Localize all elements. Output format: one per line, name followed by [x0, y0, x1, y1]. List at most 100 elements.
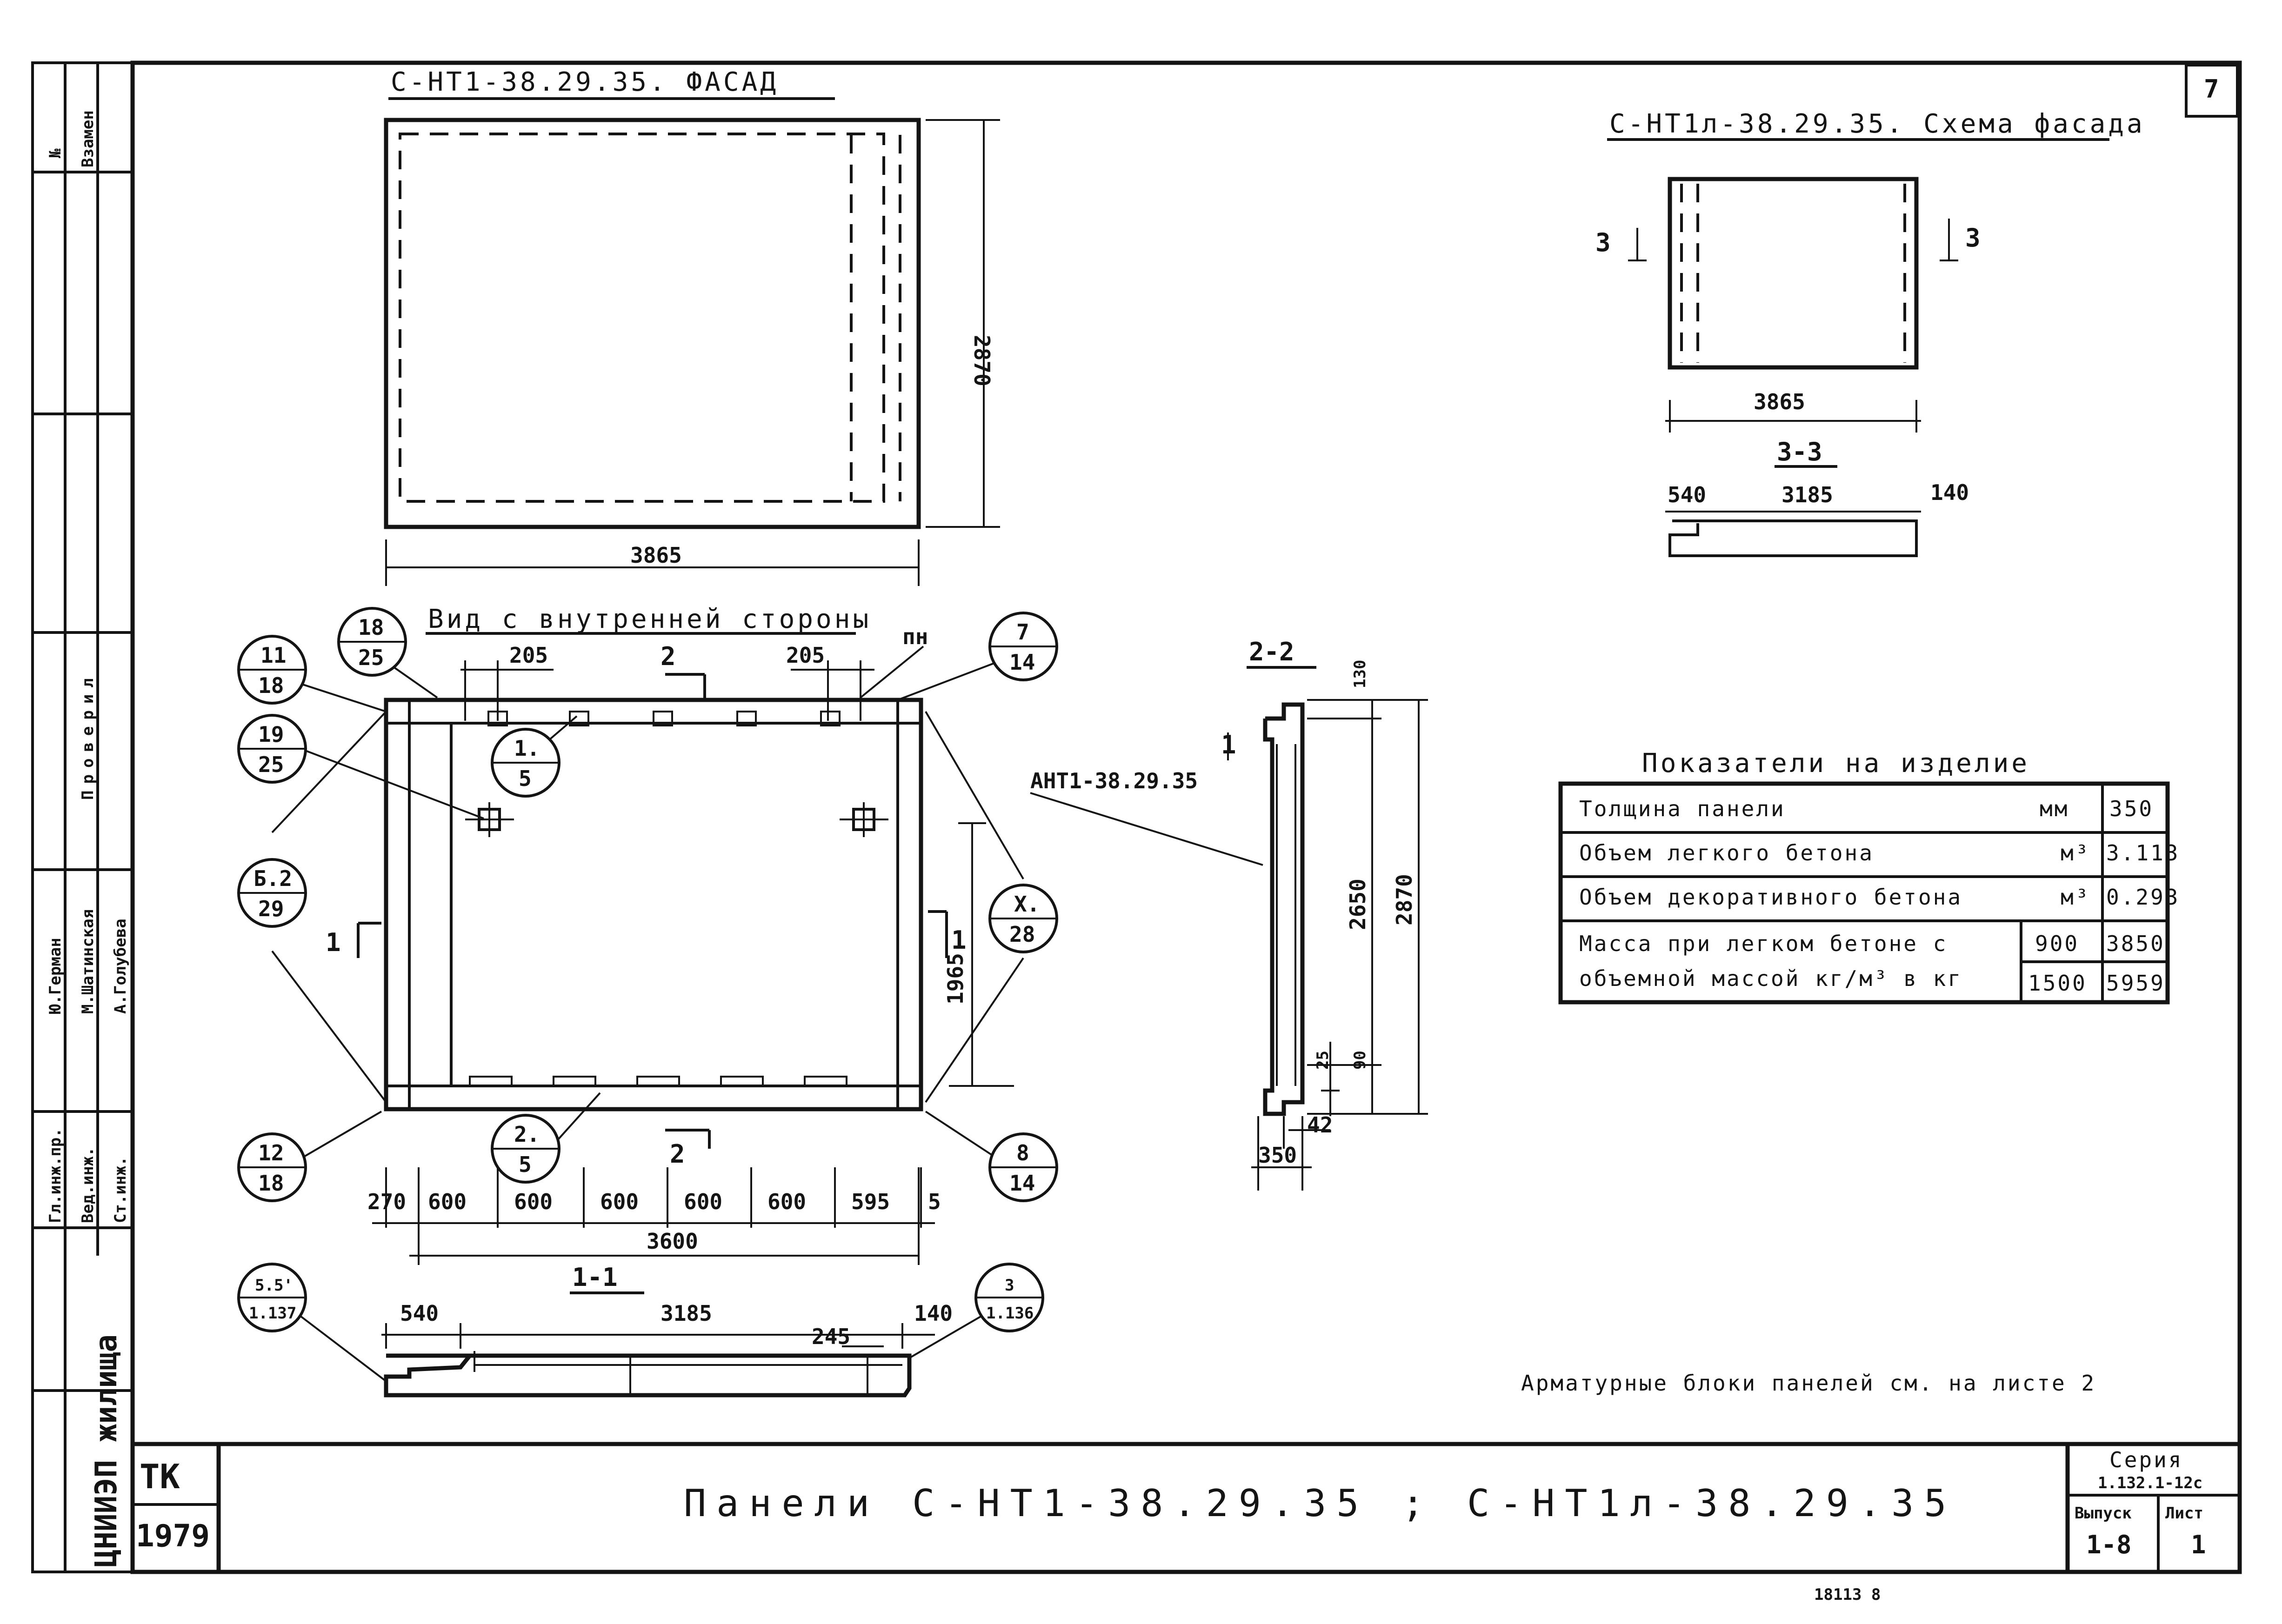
side-org: ЦНИИЭП жилища	[89, 1334, 124, 1567]
side-stamp-frame	[31, 61, 134, 1573]
section-1-dim-inner: 245	[812, 1324, 850, 1349]
inner-dim-height: 1965	[943, 953, 968, 1005]
inner-pn-label: пн	[902, 624, 928, 649]
callout-7-bottom: 14	[1009, 650, 1035, 675]
row-deco-concrete-value: 0.293	[2106, 885, 2180, 910]
callout-2-bottom: 5	[519, 1152, 532, 1177]
callout-2-top: 2.	[514, 1122, 540, 1147]
bottom-archive-note: 18113 8	[1814, 1585, 1881, 1604]
section-2-dim-90: 90	[1351, 1051, 1369, 1070]
indicators-title: Показатели на изделие	[1642, 748, 2030, 779]
inner-cut-bottom: 2	[670, 1139, 685, 1169]
bottom-dim-8: 5	[928, 1189, 941, 1214]
row-mass-value-2: 5959	[2106, 971, 2165, 996]
callout-3-top: 3	[1005, 1276, 1014, 1295]
side-name-2: М.Шатинская	[79, 909, 97, 1014]
callout-x-top: Х.	[1014, 892, 1040, 917]
indicators-table-frame	[1558, 781, 2170, 1005]
callout-8-top: 8	[1016, 1140, 1029, 1165]
row-thickness-unit: мм	[2040, 796, 2069, 821]
series-value: 1.132.1-12с	[2098, 1474, 2202, 1492]
page-number: 7	[2204, 74, 2219, 104]
callout-3-bottom: 1.136	[986, 1304, 1034, 1323]
row-mass-name-2: объемной массой кг/м³ в кг	[1579, 966, 1962, 991]
bottom-dim-4: 600	[600, 1189, 639, 1214]
section-2-dim-inner: 2650	[1345, 879, 1370, 930]
bottom-dim-6: 600	[767, 1189, 806, 1214]
callout-12-top: 12	[258, 1140, 284, 1165]
row-mass-density-1: 900	[2035, 931, 2079, 956]
callout-11-bottom: 18	[258, 673, 284, 698]
section-2-dim-350: 350	[1258, 1143, 1297, 1168]
row-thickness-value: 350	[2109, 796, 2154, 821]
bottom-dim-1: 270	[367, 1189, 406, 1214]
section-1-dim-mid: 3185	[661, 1301, 712, 1326]
callout-11-top: 11	[260, 643, 286, 668]
callout-18-top: 18	[358, 615, 384, 640]
callout-18-bottom: 25	[358, 645, 384, 670]
scheme-width: 3865	[1754, 389, 1805, 414]
bottom-dim-3: 600	[514, 1189, 553, 1214]
side-col-no: №	[46, 148, 65, 158]
section-1-title: 1-1	[572, 1263, 618, 1292]
row-light-concrete-name: Объем легкого бетона	[1579, 840, 1874, 865]
row-thickness-name: Толщина панели	[1579, 796, 1786, 821]
inner-dim-top-right: 205	[786, 643, 825, 668]
section-2-mark: 1	[1221, 730, 1236, 759]
title-block-year: 1979	[136, 1518, 210, 1554]
section-2-dim-top: 130	[1351, 660, 1369, 688]
inner-view	[271, 632, 1024, 1265]
facade-width: 3865	[630, 543, 682, 568]
side-col-replace: Взамен	[79, 110, 97, 167]
side-role-2: Вед.инж.	[79, 1147, 97, 1223]
page-number-box	[2185, 64, 2239, 118]
inner-dim-top-left: 205	[509, 643, 548, 668]
callout-x-bottom: 28	[1009, 922, 1035, 947]
bottom-dim-2: 600	[428, 1189, 467, 1214]
inner-cut-right: 1	[951, 925, 967, 955]
scheme-section-title: 3-3	[1777, 437, 1822, 466]
side-role-3: Ст.инж.	[111, 1157, 130, 1223]
inner-cut-top: 2	[661, 642, 676, 671]
row-deco-concrete-unit: м³	[2061, 885, 2090, 910]
section-1-view	[278, 1291, 1010, 1398]
row-mass-density-2: 1500	[2028, 971, 2087, 996]
inner-cut-left: 1	[326, 928, 341, 957]
issue-value: 1-8	[2086, 1530, 2132, 1559]
title-block-tk: ТК	[140, 1457, 180, 1496]
side-name-3: А.Голубева	[111, 918, 130, 1014]
callout-55-top: 5.5'	[255, 1276, 293, 1295]
scheme-dim-left: 540	[1668, 482, 1706, 507]
callout-1-top: 1.	[514, 736, 540, 761]
row-mass-value-1: 3850	[2106, 931, 2165, 956]
section-2-title: 2-2	[1249, 637, 1294, 666]
scheme-title: С-НТ1л-38.29.35. Схема фасада	[1609, 109, 2145, 139]
callout-b2-top: Б.2	[254, 866, 292, 891]
bottom-dim-7: 595	[851, 1189, 890, 1214]
sheet-frame	[130, 60, 2242, 1574]
reinforcement-note: Арматурные блоки панелей см. на листе 2	[1521, 1371, 2096, 1396]
sheet-label: Лист	[2165, 1504, 2203, 1523]
callout-8-bottom: 14	[1009, 1171, 1035, 1196]
side-check: Проверил	[79, 672, 97, 800]
callout-1-bottom: 5	[519, 766, 532, 791]
bottom-dim-total: 3600	[647, 1229, 698, 1254]
issue-label: Выпуск	[2075, 1504, 2132, 1523]
series-label: Серия	[2109, 1447, 2183, 1472]
section-2-label: АНТ1-38.29.35	[1030, 768, 1198, 793]
scheme-dim-right: 140	[1930, 480, 1969, 505]
side-name-1: Ю.Герман	[46, 938, 65, 1014]
callout-circles	[237, 607, 1058, 1332]
scheme-cut-right: 3	[1965, 223, 1981, 253]
section-2-view	[1030, 666, 1428, 1191]
section-1-dim-right: 140	[914, 1301, 953, 1326]
callout-19-bottom: 25	[258, 752, 284, 777]
callout-b2-bottom: 29	[258, 896, 284, 921]
section-2-dim-42: 42	[1307, 1112, 1333, 1138]
callout-19-top: 19	[258, 722, 284, 747]
row-light-concrete-unit: м³	[2061, 840, 2090, 865]
row-deco-concrete-name: Объем декоративного бетона	[1579, 885, 1962, 910]
title-block-main: Панели С-НТ1-38.29.35 ; С-НТ1л-38.29.35	[684, 1482, 1956, 1525]
scheme-dim-mid: 3185	[1782, 482, 1833, 507]
